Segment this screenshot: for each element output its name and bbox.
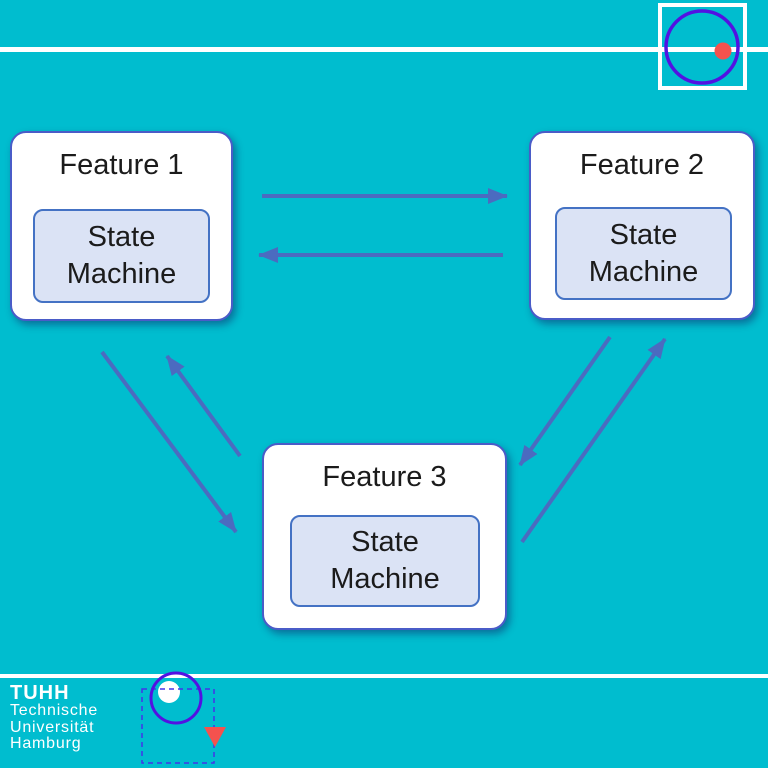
tuhh-logo-line3: Hamburg [10, 735, 82, 752]
arrow-feature1-to-feature3 [100, 350, 238, 534]
feature3-title: Feature 3 [322, 461, 447, 493]
feature2-card: Feature 2 State Machine [529, 131, 755, 320]
feature2-state-machine-box: State Machine [555, 207, 732, 300]
arrow-feature3-to-feature1 [165, 354, 242, 458]
tuhh-logo-line1: Technische [10, 702, 99, 719]
annotation-dashed-rect [141, 688, 215, 764]
feature1-card: Feature 1 State Machine [10, 131, 233, 321]
feature3-state-machine-label: State Machine [330, 526, 440, 595]
arrow-feature2-to-feature3 [518, 335, 612, 467]
tuhh-logo-acronym: TUHH [10, 682, 70, 704]
feature1-title: Feature 1 [59, 149, 184, 181]
feature2-title: Feature 2 [579, 149, 705, 181]
bottom-divider-line [0, 674, 768, 678]
feature3-card: Feature 3 State Machine [262, 443, 507, 630]
arrow-feature3-to-feature2 [520, 337, 667, 544]
annotation-frame-square [658, 3, 747, 90]
tuhh-logo: TUHH Technische Universität Hamburg [10, 682, 99, 753]
annotation-triangle-icon [204, 727, 226, 747]
feature3-state-machine-box: State Machine [290, 515, 480, 607]
white-dot-icon [158, 681, 180, 703]
tuhh-logo-line2: Universität [10, 718, 95, 736]
top-divider-line [0, 47, 768, 52]
feature1-state-machine-box: State Machine [33, 209, 210, 303]
annotation-circle-bottom-icon [149, 671, 203, 725]
feature2-state-machine-label: State Machine [588, 218, 699, 288]
feature1-state-machine-label: State Machine [66, 221, 177, 290]
